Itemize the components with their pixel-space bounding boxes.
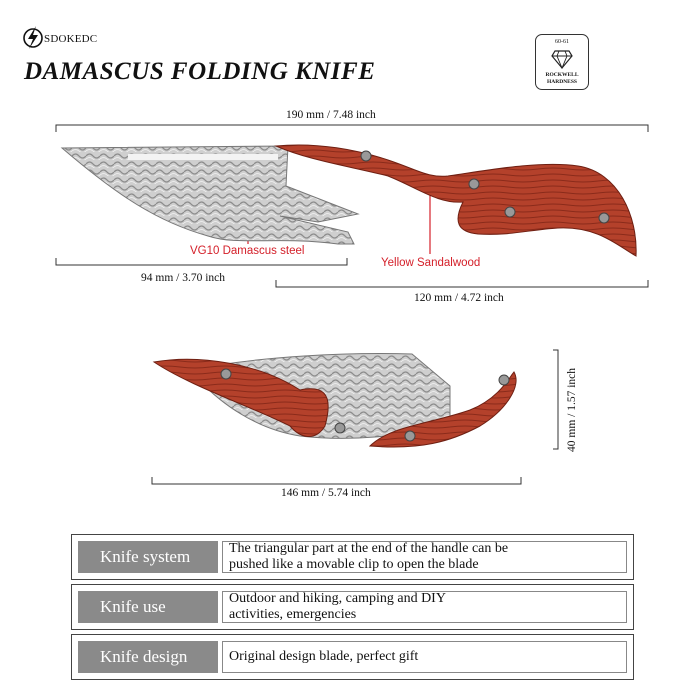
diamond-icon bbox=[551, 50, 573, 69]
rockwell-badge: 60-61 ROCKWELL HARDNESS bbox=[535, 34, 589, 90]
feature-label: Knife use bbox=[78, 591, 218, 623]
feature-row-system: Knife system The triangular part at the … bbox=[71, 534, 634, 580]
brand-name: SDOKEDC bbox=[44, 33, 98, 45]
feature-line: The triangular part at the end of the ha… bbox=[229, 541, 509, 556]
badge-frame bbox=[535, 34, 589, 90]
feature-line: pushed like a movable clip to open the b… bbox=[229, 557, 479, 572]
feature-line: Outdoor and hiking, camping and DIY bbox=[229, 591, 446, 606]
feature-line: activities, emergencies bbox=[229, 607, 357, 622]
feature-label: Knife design bbox=[78, 641, 218, 673]
feature-row-use: Knife use Outdoor and hiking, camping an… bbox=[71, 584, 634, 630]
handle-material-callout: Yellow Sandalwood bbox=[381, 257, 481, 269]
feature-line: Original design blade, perfect gift bbox=[229, 649, 419, 664]
blade-length-label: 94 mm / 3.70 inch bbox=[141, 272, 226, 284]
lightning-ring-logo-icon bbox=[23, 26, 43, 49]
handle-length-label: 120 mm / 4.72 inch bbox=[414, 292, 504, 304]
feature-description: Outdoor and hiking, camping and DIY acti… bbox=[222, 591, 627, 623]
folded-length-label: 146 mm / 5.74 inch bbox=[281, 487, 371, 499]
brand-logo: SDOKEDC bbox=[22, 24, 132, 52]
badge-line-hardness: HARDNESS bbox=[547, 79, 577, 85]
page-title: DAMASCUS FOLDING KNIFE bbox=[24, 58, 376, 85]
feature-label: Knife system bbox=[78, 541, 218, 573]
feature-row-design: Knife design Original design blade, perf… bbox=[71, 634, 634, 680]
feature-description: The triangular part at the end of the ha… bbox=[222, 541, 627, 573]
badge-hardness-value: 60-61 bbox=[555, 39, 569, 45]
overall-length-label: 190 mm / 7.48 inch bbox=[286, 109, 376, 121]
steel-callout: VG10 Damascus steel bbox=[190, 245, 305, 257]
folded-knife-illustration bbox=[152, 353, 517, 448]
feature-description: Original design blade, perfect gift bbox=[222, 641, 627, 673]
badge-line-rockwell: ROCKWELL bbox=[545, 72, 579, 78]
open-knife-illustration bbox=[60, 144, 637, 257]
folded-height-label: 40 mm / 1.57 inch bbox=[566, 367, 578, 452]
